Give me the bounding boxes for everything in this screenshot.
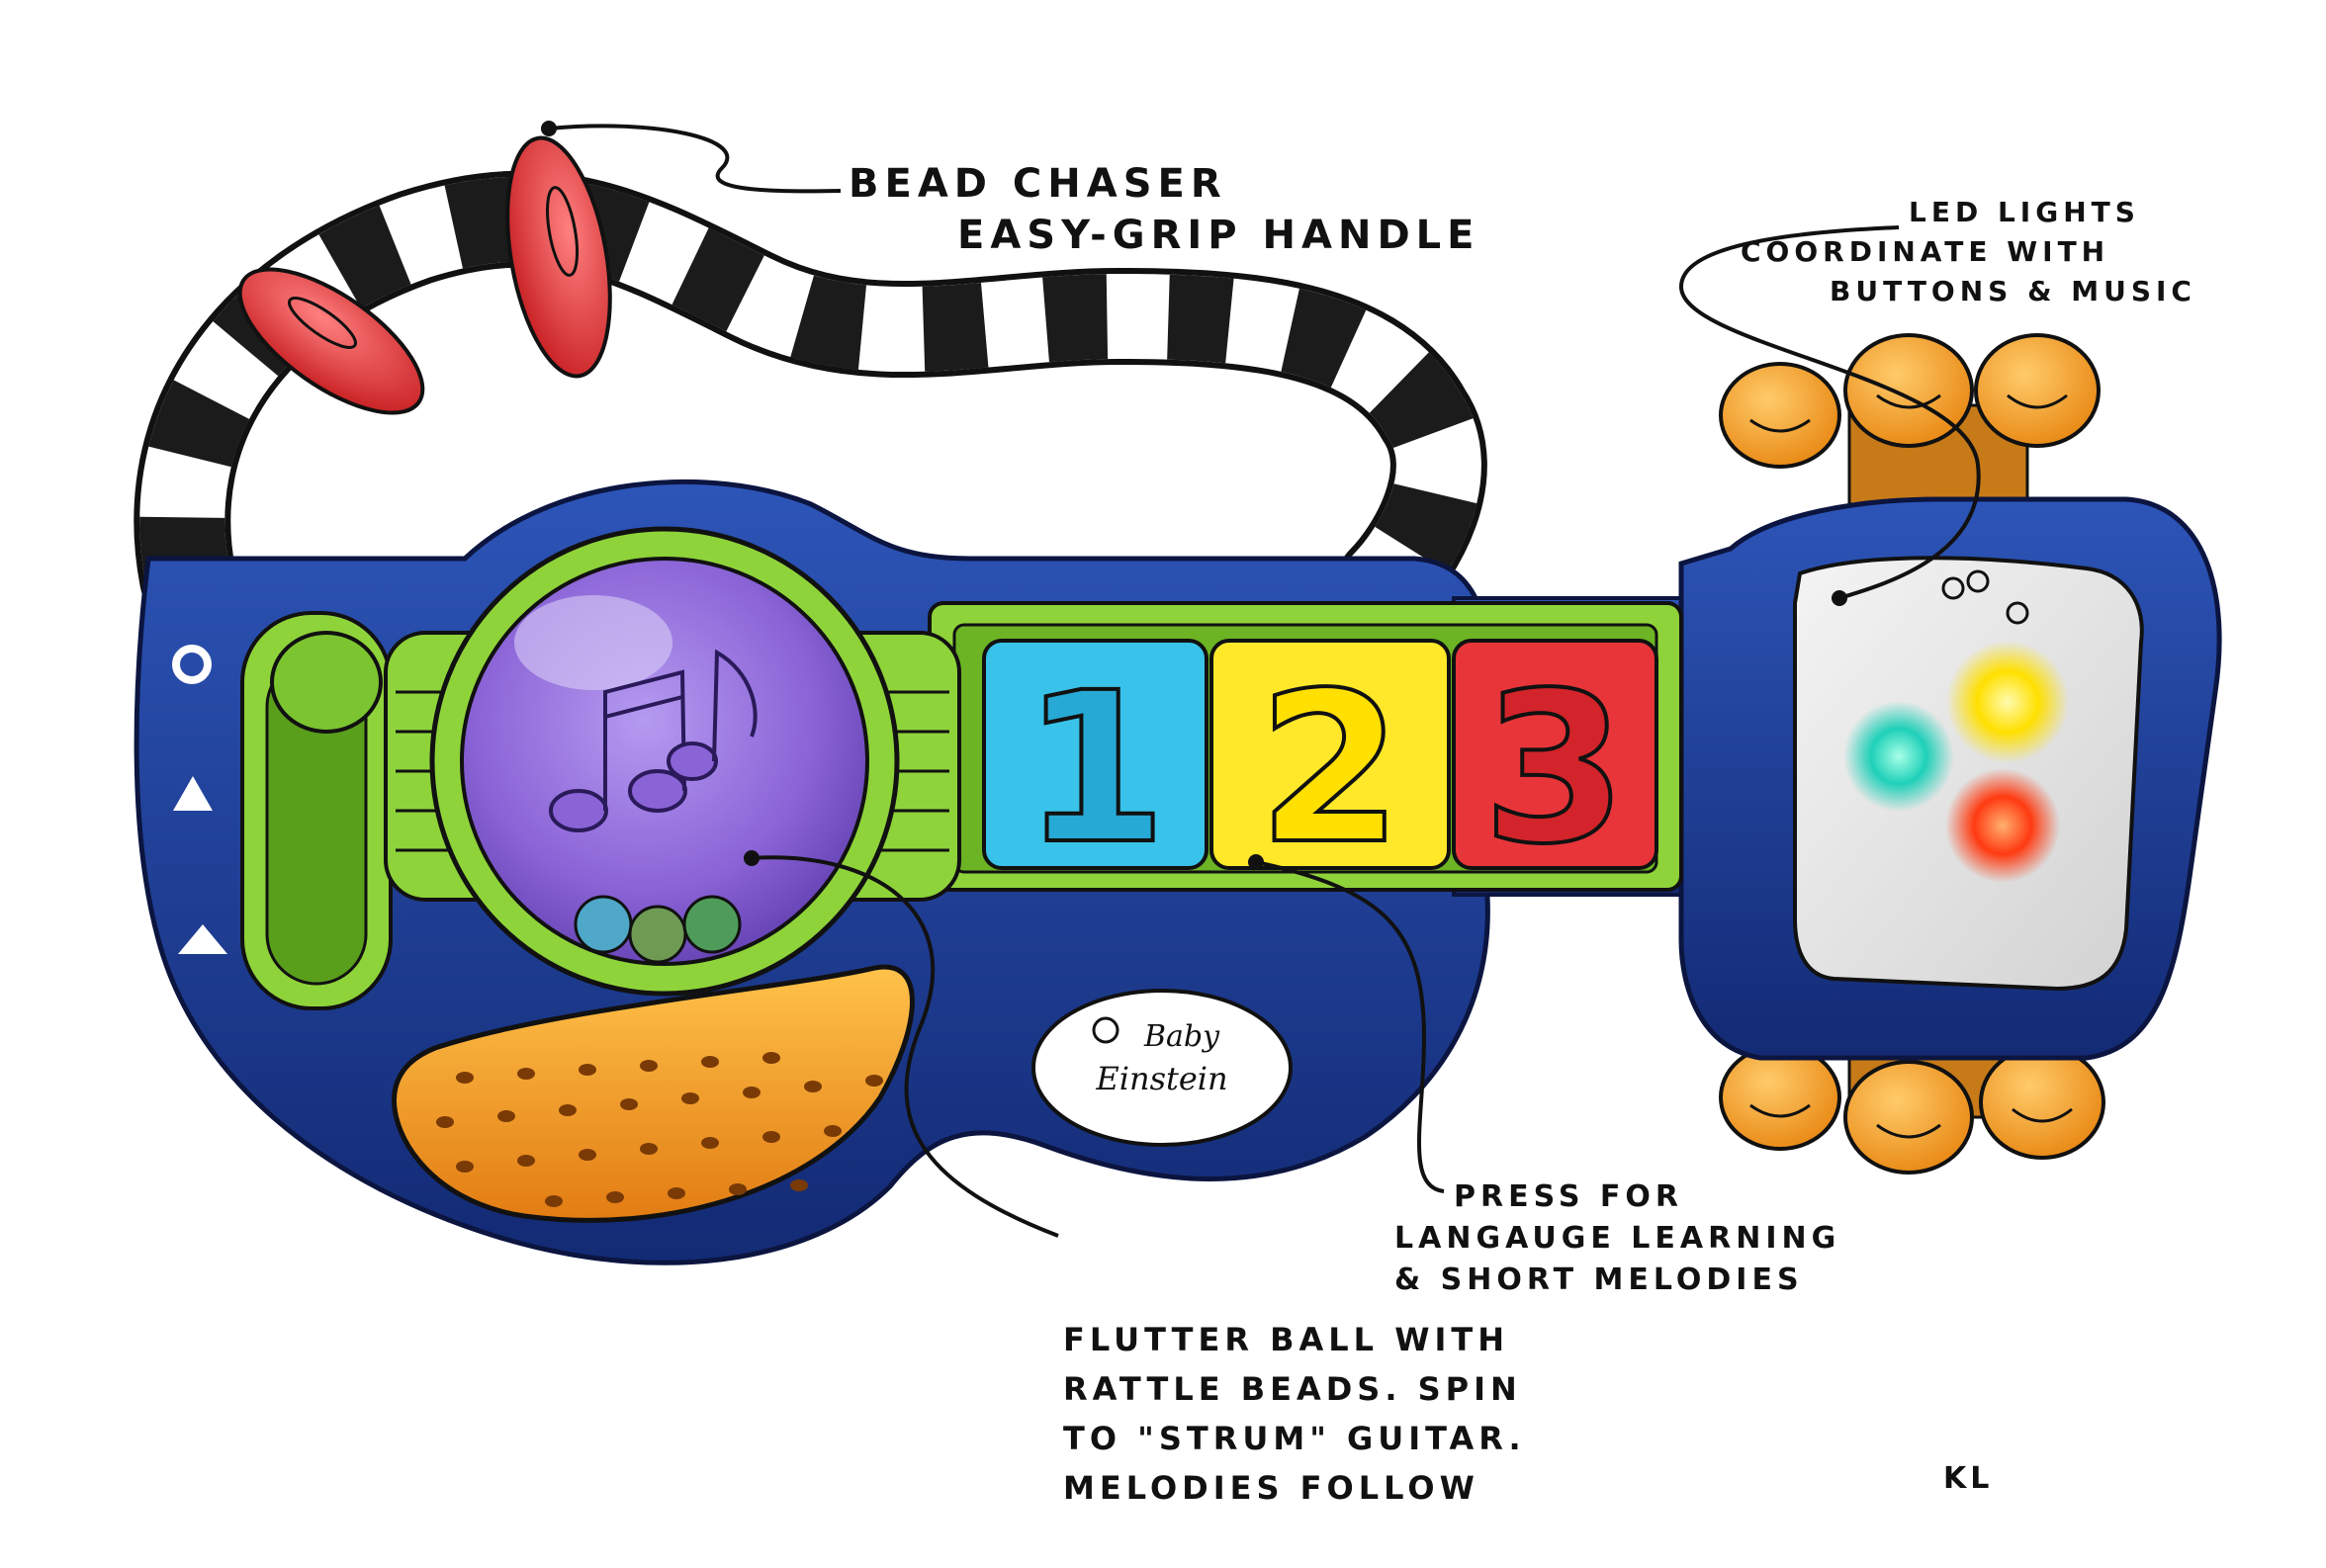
baby-einstein-logo: Baby Einstein (1031, 989, 1293, 1147)
red-bead[interactable] (218, 242, 445, 439)
peg-knob (1979, 1045, 2105, 1160)
callout-press-for: Press for Langauge Learning & Short Melo… (1394, 1176, 1840, 1301)
callout-line: Press for (1454, 1179, 1683, 1214)
speaker-hole (640, 1060, 658, 1072)
speaker-hole (517, 1155, 535, 1167)
speaker-hole (620, 1098, 638, 1110)
speaker-hole (681, 1092, 699, 1104)
callout-line: & Short Melodies (1394, 1263, 1804, 1297)
callout-line: Flutter ball with (1063, 1321, 1510, 1358)
speaker-hole (456, 1072, 474, 1084)
bead-chaser[interactable] (218, 131, 626, 440)
yellow-led-light (1946, 641, 2069, 763)
speaker-hole (579, 1149, 596, 1161)
red-bead[interactable] (492, 131, 627, 385)
cyan-led-light (1843, 701, 1954, 812)
callout-flutter-ball: Flutter ball with rattle beads. Spin to … (1063, 1315, 1526, 1513)
callout-line: Melodies Follow (1063, 1469, 1479, 1507)
callout-led-lights: LED Lights Coordinate with Buttons & Mus… (1741, 193, 2196, 311)
speaker-hole (517, 1068, 535, 1080)
speaker-hole (606, 1191, 624, 1203)
rattle-beads (574, 895, 742, 964)
leader-lines (541, 121, 1981, 1238)
button-1-label: 1 (1023, 648, 1167, 890)
speaker-hole (804, 1081, 822, 1092)
speaker-grille (392, 964, 915, 1223)
speaker-holes (436, 1052, 883, 1207)
speaker-hole (729, 1183, 747, 1195)
speaker-hole (559, 1104, 577, 1116)
speaker-hole (497, 1110, 515, 1122)
callout-line: to "Strum" guitar. (1063, 1420, 1526, 1457)
speaker-hole (790, 1179, 808, 1191)
speaker-hole (762, 1052, 780, 1064)
button-3[interactable]: 3 (1452, 639, 1658, 892)
peg-knob (1974, 333, 2101, 448)
logo-line-2: Einstein (1095, 1060, 1227, 1097)
callout-line: Coordinate with (1741, 235, 2110, 268)
speaker-hole (762, 1131, 780, 1143)
speaker-hole (743, 1087, 760, 1098)
speaker-hole (824, 1125, 842, 1137)
slider-knob[interactable] (270, 631, 383, 734)
led-light-panel (1793, 556, 2144, 992)
music-notes-icon (549, 649, 758, 832)
callout-line: LED Lights (1909, 196, 2140, 228)
peg-knob (1719, 362, 1841, 469)
callout-line: rattle beads. Spin (1063, 1370, 1522, 1408)
callout-line: Easy-Grip Handle (957, 213, 1480, 258)
button-1[interactable]: 1 (982, 639, 1208, 892)
peg-knob (1843, 1060, 1974, 1175)
speaker-hole (436, 1116, 454, 1128)
red-led-light (1945, 768, 2060, 883)
artist-signature: KL (1943, 1461, 1994, 1496)
speaker-hole (579, 1064, 596, 1076)
green-slider[interactable] (240, 611, 393, 1010)
callout-bead-chaser: Bead Chaser Easy-Grip Handle (849, 158, 1479, 261)
button-3-label: 3 (1482, 648, 1627, 890)
speaker-hole (545, 1195, 563, 1207)
button-2-label: 2 (1258, 648, 1402, 890)
speaker-hole (640, 1143, 658, 1155)
speaker-hole (865, 1075, 883, 1087)
speaker-hole (456, 1161, 474, 1173)
power-button[interactable] (172, 645, 212, 684)
callout-line: Buttons & Music (1830, 275, 2196, 307)
speaker-hole (668, 1187, 685, 1199)
tuning-pegs (1719, 333, 2105, 1175)
peg-knob (1719, 1044, 1841, 1151)
peg-knob (1843, 333, 1974, 448)
logo-line-1: Baby (1143, 1019, 1220, 1054)
speaker-hole (701, 1137, 719, 1149)
callout-line: Langauge Learning (1394, 1221, 1841, 1256)
button-2[interactable]: 2 (1209, 639, 1451, 892)
callout-line: Bead Chaser (849, 161, 1227, 207)
speaker-hole (701, 1056, 719, 1068)
flutter-ball[interactable] (429, 526, 900, 997)
volume-up-icon[interactable] (173, 776, 213, 811)
volume-down-icon[interactable] (178, 924, 227, 954)
